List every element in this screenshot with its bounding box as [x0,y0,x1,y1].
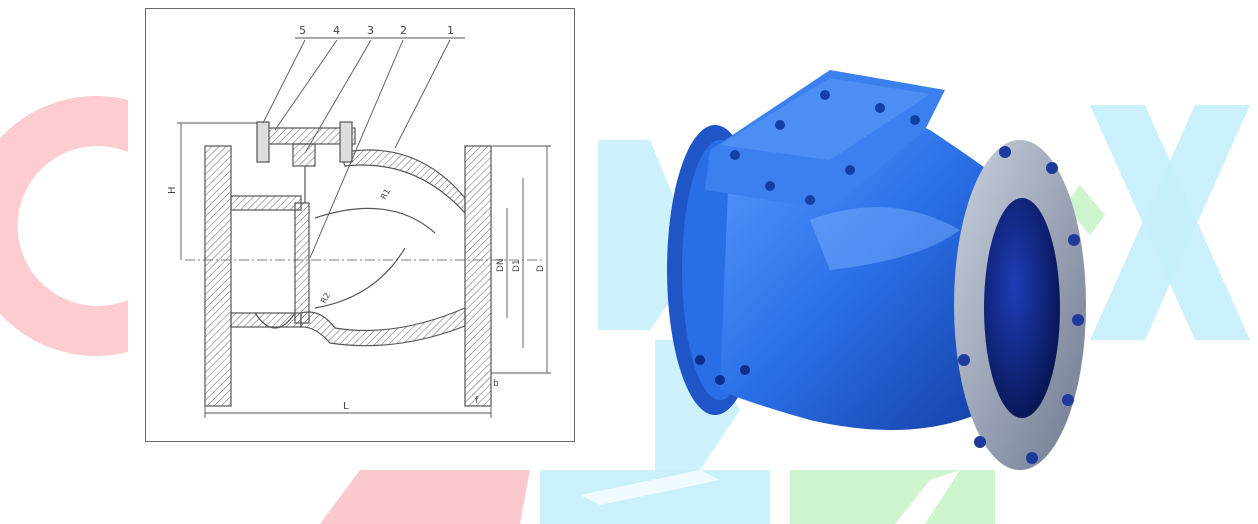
watermark-green-tick [1065,185,1105,235]
bolt-left [256,121,270,163]
watermark-letter-c [0,96,128,356]
hinge-block [292,143,316,167]
dim-label-f: f [475,396,479,406]
watermark-bottom-red [320,470,530,524]
right-flange-bore [984,198,1060,418]
dim-label-b: b [493,379,499,389]
dim-label-D1: D1 [512,259,522,272]
body-wall-bottom [300,307,466,347]
callout-4: 4 [333,24,340,37]
check-valve-section-drawing: 5 4 3 2 1 L H DN D1 D f b R1 R2 [167,24,551,418]
flange-bolt-holes [958,146,1084,464]
watermark-x-b [1090,105,1250,340]
leader-1 [394,39,451,149]
inlet-wall-top [230,195,302,211]
inner-curve-bottom [314,247,406,309]
left-flange [204,145,232,407]
curve-label-bottom: R2 [319,291,332,305]
leader-3 [304,39,372,154]
leader-2 [309,39,404,259]
watermark-bottom-white-slash [895,470,960,524]
dim-label-D: D [536,265,546,272]
callout-5: 5 [299,24,306,37]
body-highlight [810,207,960,270]
dim-label-L: L [343,401,349,412]
leader-5 [262,39,306,124]
right-flange [464,145,492,407]
cover-top [720,78,930,160]
dim-label-H: H [167,186,178,194]
check-valve-photo [667,70,1086,470]
left-flange-bolts [695,355,750,385]
leader-4 [274,39,338,131]
cover-bolts [730,90,920,205]
curve-label-top: R1 [379,187,392,201]
dim-label-DN: DN [496,258,506,272]
watermark-bottom-cyan [540,470,770,524]
callout-3: 3 [367,24,374,37]
inner-curve-top [314,207,436,234]
watermark-bottom-cyan-slash [580,470,720,505]
bolt-right [339,121,353,163]
callout-1: 1 [447,24,454,37]
disc [294,202,310,324]
body-recess [254,312,296,329]
drawing-frame [145,8,575,442]
callout-2: 2 [400,24,407,37]
body-wall-top [339,149,466,215]
